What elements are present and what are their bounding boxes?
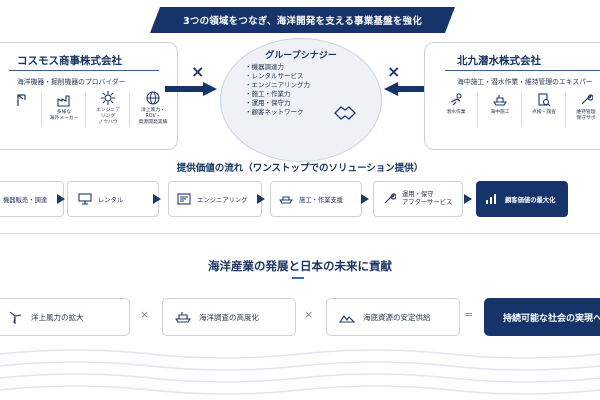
document-icon bbox=[177, 193, 191, 205]
right-item-0: 潜水作業 bbox=[443, 93, 469, 116]
left-item-2: エンジニア リング ノウハウ bbox=[93, 91, 123, 126]
headline-underline bbox=[292, 277, 304, 279]
group-synergy-circle: グループシナジー ・機器調達力 ・レンタルサービス ・エンジニアリング力 ・施工… bbox=[220, 38, 382, 162]
right-company-box: 北九潜水株式会社 海中施工・潜水作業・維持管理のエキスパー 潜水作業 海中施工 … bbox=[424, 42, 600, 150]
synergy-item: ・エンジニアリング力 bbox=[245, 81, 310, 89]
left-item-label: 洋上風力・ ROV・ 資源開発実績 bbox=[138, 108, 168, 125]
right-item-label: 維持管理 保守サポ bbox=[576, 110, 596, 121]
flow-arrow bbox=[153, 194, 161, 204]
ship-icon bbox=[279, 196, 293, 204]
flow-step-label: 運用・保守 アフターサービス bbox=[402, 191, 453, 206]
cross-mark-left: × bbox=[191, 62, 205, 81]
flow-step-0: 機器販売・調達 bbox=[0, 181, 64, 217]
left-item-1: 多様な 海外メーカー bbox=[49, 93, 79, 122]
right-item-separator bbox=[477, 93, 478, 127]
left-item-separator bbox=[85, 93, 86, 127]
synergy-title: グループシナジー bbox=[265, 51, 337, 61]
right-item-label: 潜水作業 bbox=[446, 110, 466, 115]
right-company-name: 北九潜水株式会社 bbox=[457, 55, 541, 67]
left-item-label: 多様な 海外メーカー bbox=[49, 110, 79, 121]
goal-label: 海底資源の安定供給 bbox=[363, 312, 431, 322]
left-company-name: コスモス商事株式会社 bbox=[17, 55, 122, 67]
flow-arrow bbox=[257, 194, 265, 204]
synergy-item: ・顧客ネットワーク bbox=[245, 108, 304, 116]
left-item-0 bbox=[9, 93, 35, 110]
operator-times: × bbox=[140, 308, 150, 321]
final-goal-box: 持続可能な社会の実現へ bbox=[484, 298, 600, 336]
flow-step-5: 顧客価値の最大化 bbox=[476, 181, 568, 217]
wind-turbine-icon bbox=[9, 311, 22, 324]
goal-box-0: 洋上風力の拡大 bbox=[0, 298, 130, 336]
gear-icon bbox=[101, 91, 115, 105]
diver-icon bbox=[450, 93, 462, 106]
right-item-1: 海中施工 bbox=[485, 93, 515, 116]
flow-step-2: エンジニアリング bbox=[168, 181, 262, 217]
goal-label: 洋上風力の拡大 bbox=[31, 312, 84, 322]
flow-step-label: レンタル bbox=[98, 196, 124, 204]
flow-step-3: 施工・作業支援 bbox=[270, 181, 362, 217]
flow-step-label: エンジニアリング bbox=[197, 196, 248, 204]
flow-step-1: レンタル bbox=[67, 181, 159, 217]
monitor-icon bbox=[78, 193, 92, 205]
synergy-item: ・運用・保守力 bbox=[245, 99, 291, 107]
synergy-item: ・機器調達力 bbox=[245, 63, 284, 71]
factory-icon bbox=[57, 95, 70, 107]
right-item-separator bbox=[521, 93, 522, 127]
right-item-separator bbox=[565, 93, 566, 127]
crane-icon bbox=[17, 94, 26, 106]
synergy-list: ・機器調達力 ・レンタルサービス ・エンジニアリング力 ・施工・作業力 ・運用・… bbox=[245, 63, 310, 117]
right-item-3: 維持管理 保守サポ bbox=[571, 93, 600, 122]
mountain-icon bbox=[339, 315, 355, 323]
flow-step-label: 機器販売・調達 bbox=[3, 196, 48, 204]
ship-icon bbox=[175, 312, 191, 323]
left-company-box: コスモス商事株式会社 海洋機器・掘削機器のプロバイダー 多様な 海外メーカー エ… bbox=[0, 42, 178, 150]
synergy-item: ・施工・作業力 bbox=[245, 90, 291, 98]
flow-step-label: 顧客価値の最大化 bbox=[505, 196, 556, 204]
operator-equals: = bbox=[464, 308, 474, 321]
right-item-label: 海中施工 bbox=[490, 110, 510, 115]
left-company-subtitle: 海洋機器・掘削機器のプロバイダー bbox=[17, 78, 126, 86]
ship-icon bbox=[493, 95, 507, 106]
flow-arrow bbox=[464, 194, 472, 204]
left-item-separator bbox=[129, 93, 130, 127]
left-item-separator bbox=[41, 93, 42, 127]
synergy-item: ・レンタルサービス bbox=[245, 72, 304, 80]
cross-mark-right: × bbox=[387, 62, 401, 81]
goal-box-2: 海底資源の安定供給 bbox=[326, 298, 460, 336]
operator-times: × bbox=[304, 308, 314, 321]
contribution-headline: 海洋産業の発展と日本の未来に貢献 bbox=[208, 259, 392, 273]
right-item-label: 点検・調査 bbox=[532, 110, 556, 115]
section-divider bbox=[0, 233, 600, 234]
left-item-label: エンジニア リング ノウハウ bbox=[96, 108, 120, 125]
wrench-icon bbox=[384, 193, 396, 204]
final-goal-label: 持続可能な社会の実現へ bbox=[503, 313, 600, 324]
flow-arrow bbox=[57, 194, 65, 204]
goal-box-1: 海洋調査の高度化 bbox=[162, 298, 296, 336]
handshake-icon bbox=[334, 106, 356, 120]
inspection-icon bbox=[538, 93, 551, 107]
globe-icon bbox=[146, 91, 160, 105]
right-arrow-icon bbox=[165, 82, 217, 96]
flow-step-4: 運用・保守 アフターサービス bbox=[373, 181, 463, 217]
wrench-icon bbox=[581, 94, 593, 105]
top-banner: 3つの領域をつなぎ、海洋開発を支える事業基盤を強化 bbox=[150, 7, 455, 33]
banner-text: 3つの領域をつなぎ、海洋開発を支える事業基盤を強化 bbox=[183, 16, 422, 27]
left-item-3: 洋上風力・ ROV・ 資源開発実績 bbox=[135, 91, 171, 126]
right-company-divider bbox=[445, 70, 600, 71]
right-item-2: 点検・調査 bbox=[529, 93, 559, 116]
left-arrow-icon bbox=[384, 82, 436, 96]
flow-arrow bbox=[361, 194, 369, 204]
wave-decoration bbox=[0, 349, 600, 395]
goal-label: 海洋調査の高度化 bbox=[199, 312, 259, 322]
chart-icon bbox=[486, 194, 496, 204]
flow-title: 提供価値の流れ（ワンストップでのソリューション提供） bbox=[176, 163, 424, 174]
left-company-divider bbox=[9, 70, 159, 71]
right-company-subtitle: 海中施工・潜水作業・維持管理のエキスパー bbox=[457, 78, 593, 86]
flow-step-label: 施工・作業支援 bbox=[299, 196, 344, 204]
